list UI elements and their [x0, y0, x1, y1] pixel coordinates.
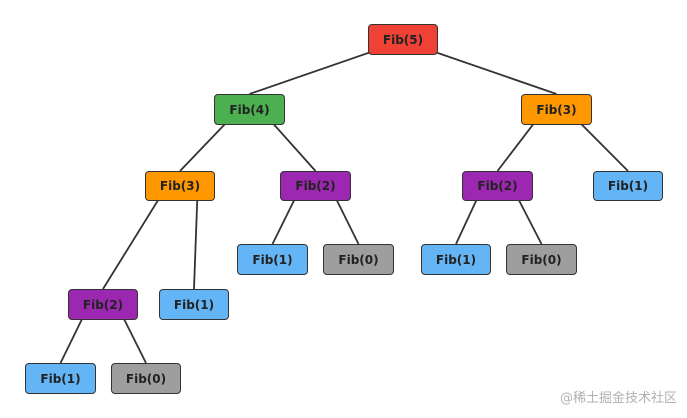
tree-edge-n4-n8 [102, 192, 164, 290]
tree-node-fib3: Fib(3) [145, 171, 215, 201]
tree-node-fib1: Fib(1) [159, 289, 229, 320]
watermark: @稀土掘金技术社区 [559, 391, 677, 406]
tree-edge-n1-n3 [420, 46, 557, 95]
tree-edge-n3-n6 [496, 116, 540, 172]
tree-node-fib2: Fib(2) [280, 171, 351, 201]
tree-node-fib0: Fib(0) [323, 244, 394, 275]
tree-edge-n6-n12 [455, 192, 481, 245]
tree-edge-n5-n11 [332, 192, 360, 245]
tree-edge-n3-n7 [573, 116, 629, 172]
tree-edge-n2-n4 [179, 116, 233, 172]
tree-node-fib1: Fib(1) [25, 363, 96, 394]
tree-node-fib0: Fib(0) [111, 363, 181, 394]
tree-node-fib2: Fib(2) [462, 171, 533, 201]
tree-node-fib0: Fib(0) [506, 244, 577, 275]
tree-node-fib4: Fib(4) [214, 94, 285, 125]
tree-node-fib1: Fib(1) [237, 244, 308, 275]
tree-edge-n5-n10 [271, 192, 299, 245]
tree-edge-n1-n2 [249, 46, 386, 95]
tree-node-fib2: Fib(2) [68, 289, 138, 320]
tree-edge-n6-n13 [514, 192, 543, 245]
tree-edge-n4-n9 [193, 192, 199, 290]
tree-node-fib3: Fib(3) [521, 94, 592, 125]
tree-edge-n2-n5 [266, 116, 317, 172]
tree-node-fib1: Fib(1) [421, 244, 491, 275]
tree-node-fib5: Fib(5) [368, 24, 438, 55]
tree-node-fib1: Fib(1) [593, 171, 663, 201]
tree-edge-n8-n14 [59, 311, 87, 364]
tree-edge-n8-n15 [119, 311, 147, 364]
